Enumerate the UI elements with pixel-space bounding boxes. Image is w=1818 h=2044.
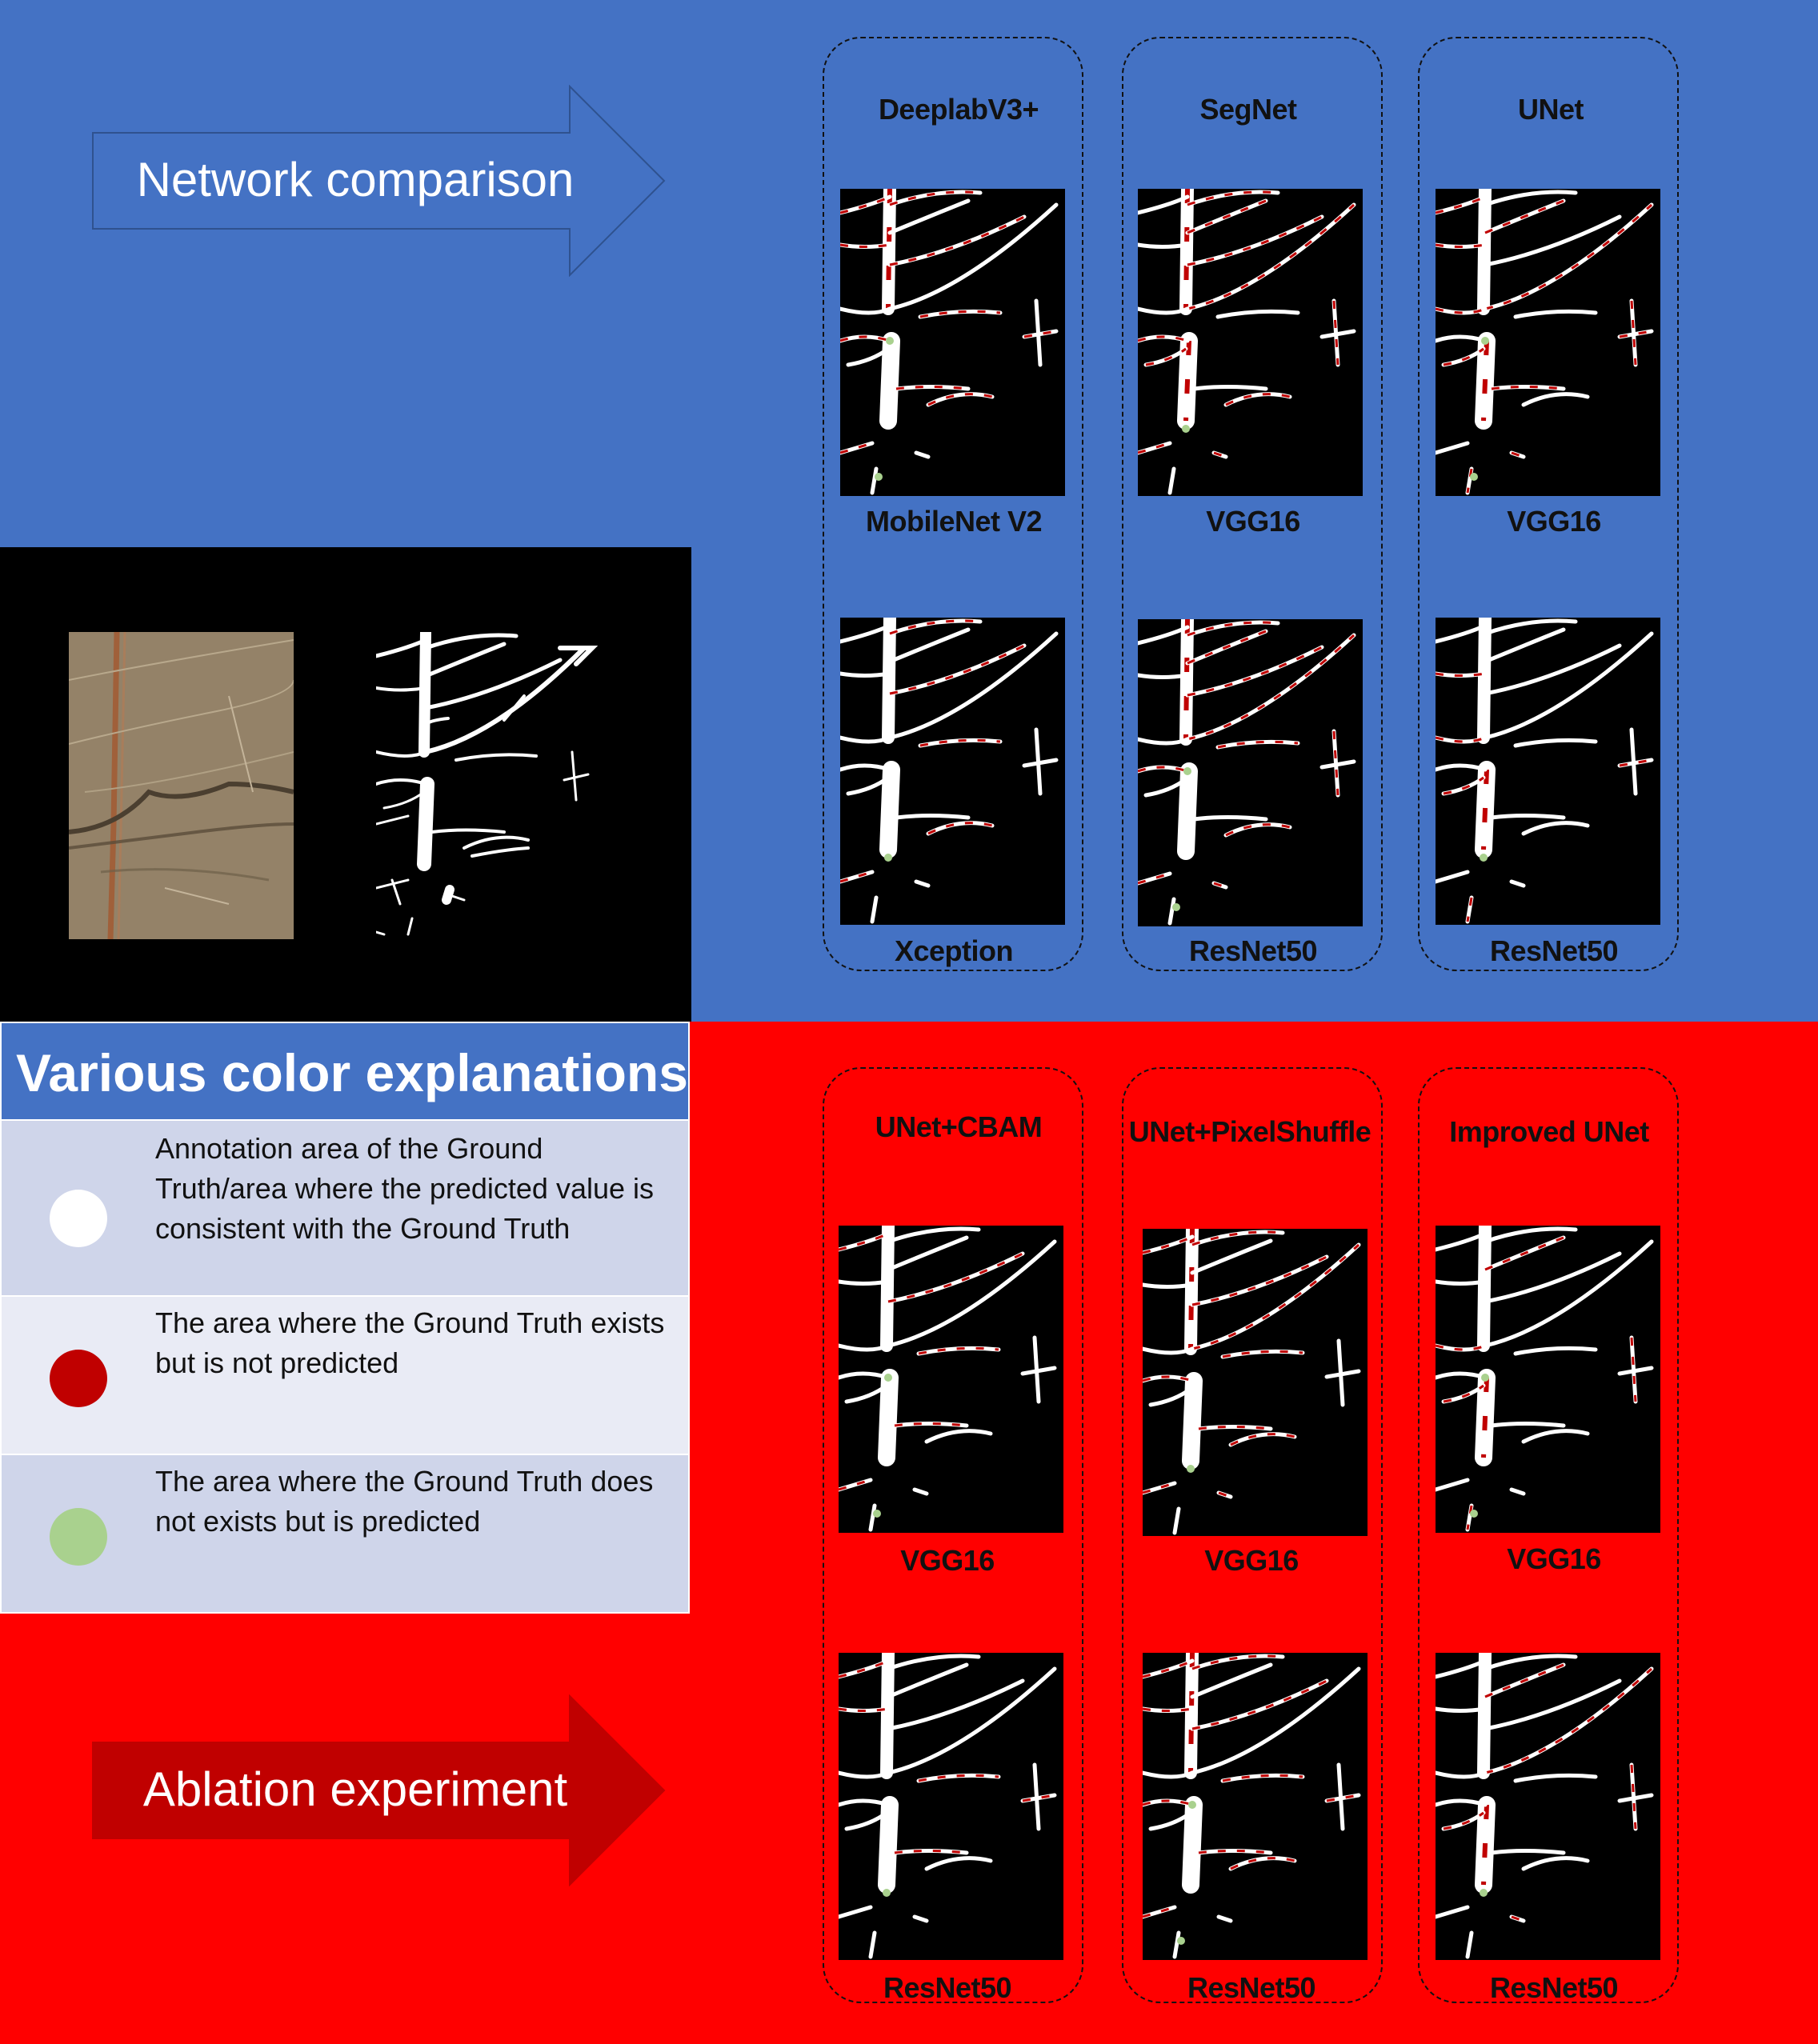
backbone-label: ResNet50: [883, 1971, 1012, 2004]
segmentation-result: [1436, 1226, 1660, 1533]
legend-title: Various color explanations: [0, 1022, 690, 1121]
model-title-unet-pixelshuffle: UNet+PixelShuffle: [1128, 1115, 1372, 1148]
backbone-label: VGG16: [1507, 1542, 1601, 1575]
ground-truth-mask: [376, 632, 608, 936]
model-title-deeplabv3: DeeplabV3+: [878, 93, 1039, 126]
segmentation-result: [839, 1653, 1063, 1960]
ablation-experiment-arrow: [92, 1694, 666, 1886]
backbone-label: ResNet50: [1489, 934, 1619, 967]
unet-pixelshuffle-group: [1122, 1067, 1383, 2003]
segmentation-result: [839, 1226, 1063, 1533]
legend-item-text: The area where the Ground Truth exists b…: [155, 1306, 665, 1379]
segmentation-result: [1143, 1229, 1368, 1536]
segnet-group: [1122, 37, 1383, 971]
segmentation-result: [1138, 619, 1363, 926]
backbone-label: VGG16: [1206, 505, 1300, 538]
network-comparison-arrow: [92, 85, 666, 277]
unet-cbam-group: [823, 1067, 1083, 2003]
legend-item: Annotation area of the Ground Truth/area…: [0, 1121, 690, 1297]
network-comparison-label: Network comparison: [136, 153, 575, 206]
backbone-label: VGG16: [1204, 1544, 1299, 1577]
white-dot-icon: [50, 1190, 107, 1247]
soil-root-photo: [69, 632, 294, 939]
segmentation-result: [1436, 1653, 1660, 1960]
model-title-segnet: SegNet: [1199, 93, 1297, 126]
ablation-experiment-label: Ablation experiment: [142, 1762, 568, 1816]
backbone-label: Xception: [894, 934, 1014, 967]
backbone-label: ResNet50: [1188, 934, 1318, 967]
deeplabv3-group: [823, 37, 1083, 971]
model-title-improved-unet: Improved UNet: [1449, 1115, 1649, 1148]
backbone-label: MobileNet V2: [865, 505, 1043, 538]
segmentation-result: [1143, 1653, 1368, 1960]
green-dot-icon: [50, 1508, 107, 1566]
legend-item: The area where the Ground Truth exists b…: [0, 1297, 690, 1455]
backbone-label: VGG16: [900, 1544, 995, 1577]
model-title-unet-cbam: UNet+CBAM: [875, 1110, 1043, 1143]
legend-item: The area where the Ground Truth does not…: [0, 1455, 690, 1614]
segmentation-result: [1138, 189, 1363, 496]
improved-unet-group: [1418, 1067, 1679, 2003]
segmentation-result: [1436, 618, 1660, 925]
model-title-unet: UNet: [1517, 93, 1584, 126]
backbone-label: ResNet50: [1489, 1971, 1619, 2004]
legend-item-text: The area where the Ground Truth does not…: [155, 1465, 654, 1538]
red-dot-icon: [50, 1350, 107, 1407]
segmentation-result: [840, 618, 1065, 925]
backbone-label: VGG16: [1507, 505, 1601, 538]
legend-item-text: Annotation area of the Ground Truth/area…: [155, 1132, 655, 1245]
segmentation-result: [1436, 189, 1660, 496]
segmentation-result: [840, 189, 1065, 496]
backbone-label: ResNet50: [1187, 1971, 1316, 2004]
unet-group: [1418, 37, 1679, 971]
